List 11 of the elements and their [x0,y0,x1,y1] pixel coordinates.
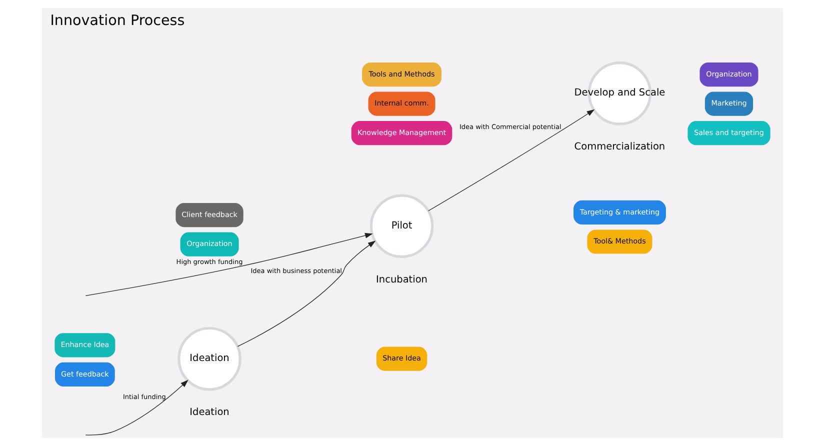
arrow [85,380,188,436]
arrow [85,232,373,296]
node-circle: Ideation [178,326,242,391]
node-label: Develop and Scale [574,88,666,99]
node-circle: Pilot [370,194,434,258]
arrow [237,240,376,347]
arrow [428,109,595,212]
label: Ideation [190,407,230,418]
label: Incubation [376,274,428,286]
diagram-title: Innovation Process [50,12,185,29]
label: Commercialization [574,142,666,153]
